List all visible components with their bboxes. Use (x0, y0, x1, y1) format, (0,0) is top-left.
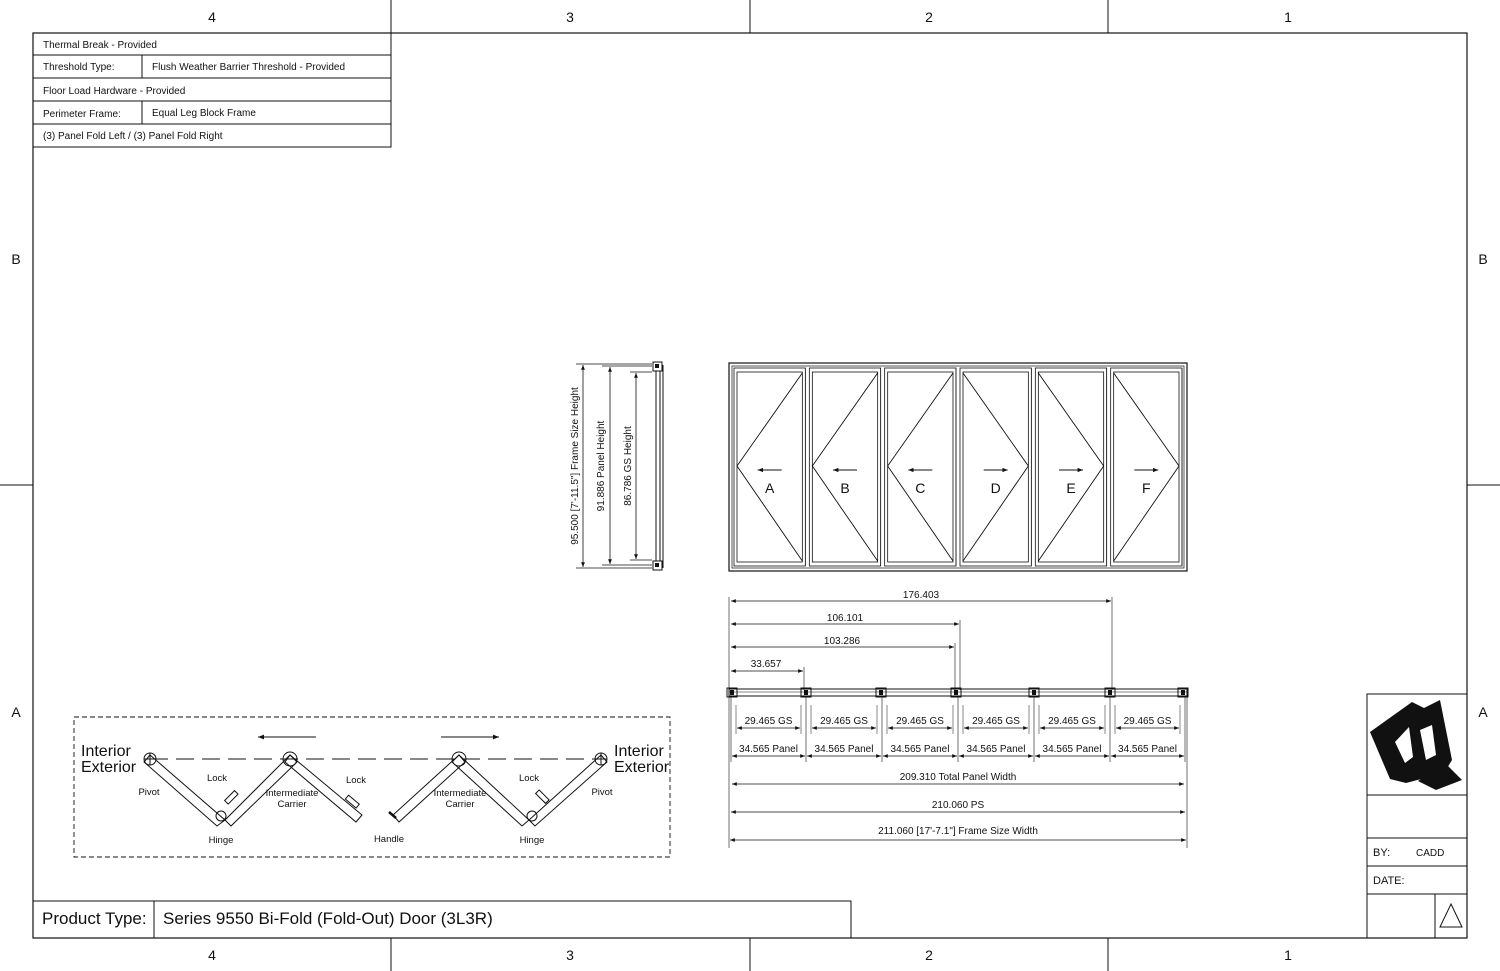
plan-hardware-mark (1177, 687, 1189, 698)
elevation-panel-a: A (733, 367, 806, 567)
elevation-panel-label-d: D (991, 480, 1001, 496)
spec-threshold-value: Flush Weather Barrier Threshold - Provid… (152, 62, 345, 73)
row-label-right-a: A (1478, 704, 1488, 720)
col-label-top-1: 1 (1284, 9, 1292, 25)
product-type-bar: Product Type: Series 9550 Bi-Fold (Fold-… (32, 900, 852, 939)
panel-gs-dimension: 29.465 GS (972, 716, 1020, 727)
col-label-bottom-4: 4 (208, 947, 216, 963)
fold-pivot-left: Pivot (138, 787, 159, 798)
panel-width-dimension: 34.565 Panel (1118, 744, 1177, 755)
dim-total-panel-width: 209.310 Total Panel Width (900, 772, 1017, 783)
fold-lock-1: Lock (207, 773, 227, 784)
spec-perimeter-value: Equal Leg Block Frame (152, 108, 256, 119)
elevation-panel-e: E (1034, 367, 1108, 567)
front-elevation: A B C D E F (728, 362, 1188, 572)
elevation-panel-label-e: E (1066, 480, 1075, 496)
plan-hardware-mark (726, 687, 738, 698)
panel-gs-dimension: 29.465 GS (896, 716, 944, 727)
spec-threshold-label: Threshold Type: (43, 62, 115, 73)
panel-gs-dimension: 29.465 GS (820, 716, 868, 727)
dim-ps: 210.060 PS (932, 800, 985, 811)
fold-pivot-right: Pivot (591, 787, 612, 798)
elevation-panel-label-f: F (1142, 480, 1151, 496)
row-label-right-b: B (1478, 251, 1487, 267)
dim-176-403: 176.403 (903, 590, 940, 601)
fold-carrier-right-2: Carrier (445, 799, 474, 810)
by-value: CADD (1416, 848, 1444, 859)
fold-exterior-right: Exterior (614, 759, 670, 776)
plan-view: 176.403 106.101 103.286 33.657 29.465 GS… (726, 590, 1189, 848)
dim-106-101: 106.101 (827, 613, 864, 624)
col-label-top-4: 4 (208, 9, 216, 25)
dim-103-286: 103.286 (824, 636, 861, 647)
panel-dimension-group: 29.465 GS 34.565 Panel (957, 697, 1033, 762)
elevation-panel-c: C (884, 367, 957, 567)
panel-gs-dimension: 29.465 GS (1048, 716, 1096, 727)
panel-dimension-group: 29.465 GS 34.565 Panel (1109, 697, 1184, 762)
spec-perimeter-label: Perimeter Frame: (43, 109, 121, 120)
zone-labels: 4 3 2 1 4 3 2 1 B A B A (11, 9, 1488, 963)
row-label-left-b: B (11, 251, 20, 267)
dim-33-657: 33.657 (751, 659, 782, 670)
fold-carrier-left-2: Carrier (277, 799, 306, 810)
panel-dimension-group: 29.465 GS 34.565 Panel (805, 697, 881, 762)
date-label: DATE: (1373, 875, 1405, 887)
fold-handle: Handle (374, 834, 404, 845)
panel-gs-dimension: 29.465 GS (745, 716, 793, 727)
elevation-panel-label-c: C (915, 480, 925, 496)
fold-hinge-left: Hinge (209, 835, 234, 846)
by-label: BY: (1373, 847, 1390, 859)
frame-height-dimension: 95.500 [7'-11.5"] Frame Size Height (570, 387, 581, 545)
product-type-label: Product Type: (42, 909, 147, 928)
elevation-panel-label-b: B (840, 480, 849, 496)
fold-lock-2: Lock (346, 775, 366, 786)
elevation-panel-label-a: A (765, 480, 775, 496)
elevation-panel-b: B (808, 367, 882, 567)
fold-hinge-right: Hinge (520, 835, 545, 846)
panel-height-dimension: 91.886 Panel Height (596, 420, 607, 511)
elevation-panel-f: F (1110, 367, 1183, 567)
spec-table: Thermal Break - Provided Threshold Type:… (32, 32, 392, 148)
spec-panel-config: (3) Panel Fold Left / (3) Panel Fold Rig… (43, 131, 223, 142)
col-label-top-2: 2 (925, 9, 933, 25)
spec-thermal-break: Thermal Break - Provided (43, 40, 157, 51)
panel-width-dimension: 34.565 Panel (815, 744, 874, 755)
fold-carrier-left-1: Intermediate (266, 788, 319, 799)
col-label-bottom-3: 3 (566, 947, 574, 963)
product-type-value: Series 9550 Bi-Fold (Fold-Out) Door (3L3… (163, 909, 493, 928)
panel-width-dimension: 34.565 Panel (1043, 744, 1102, 755)
plan-hardware-mark (950, 687, 962, 698)
row-label-left-a: A (11, 704, 21, 720)
title-block: BY: CADD DATE: (1366, 693, 1468, 939)
spec-floor-load: Floor Load Hardware - Provided (43, 86, 185, 97)
panel-dimension-group: 29.465 GS 34.565 Panel (881, 697, 957, 762)
col-label-top-3: 3 (566, 9, 574, 25)
panel-dimension-group: 29.465 GS 34.565 Panel (730, 697, 805, 762)
panel-gs-dimension: 29.465 GS (1124, 716, 1172, 727)
plan-hardware-mark (875, 687, 887, 698)
fold-interior-right: Interior (614, 743, 664, 760)
side-section-view: 95.500 [7'-11.5"] Frame Size Height 91.8… (570, 361, 664, 571)
fold-diagram: Interior Exterior Interior Exterior Pivo… (73, 716, 671, 858)
panel-width-dimension: 34.565 Panel (739, 744, 798, 755)
elevation-panel-d: D (959, 367, 1032, 567)
fold-exterior-left: Exterior (81, 759, 137, 776)
panel-dimension-group: 29.465 GS 34.565 Panel (1033, 697, 1109, 762)
fold-carrier-right-1: Intermediate (434, 788, 487, 799)
panel-width-dimension: 34.565 Panel (967, 744, 1026, 755)
dim-frame-size-width: 211.060 [17'-7.1"] Frame Size Width (878, 826, 1038, 837)
col-label-bottom-1: 1 (1284, 947, 1292, 963)
col-label-bottom-2: 2 (925, 947, 933, 963)
fold-lock-3: Lock (519, 773, 539, 784)
gs-height-dimension: 86.786 GS Height (623, 426, 634, 506)
revision-triangle-icon (1439, 902, 1463, 928)
fold-interior-left: Interior (81, 743, 131, 760)
company-logo-icon (1370, 700, 1462, 790)
panel-width-dimension: 34.565 Panel (891, 744, 950, 755)
